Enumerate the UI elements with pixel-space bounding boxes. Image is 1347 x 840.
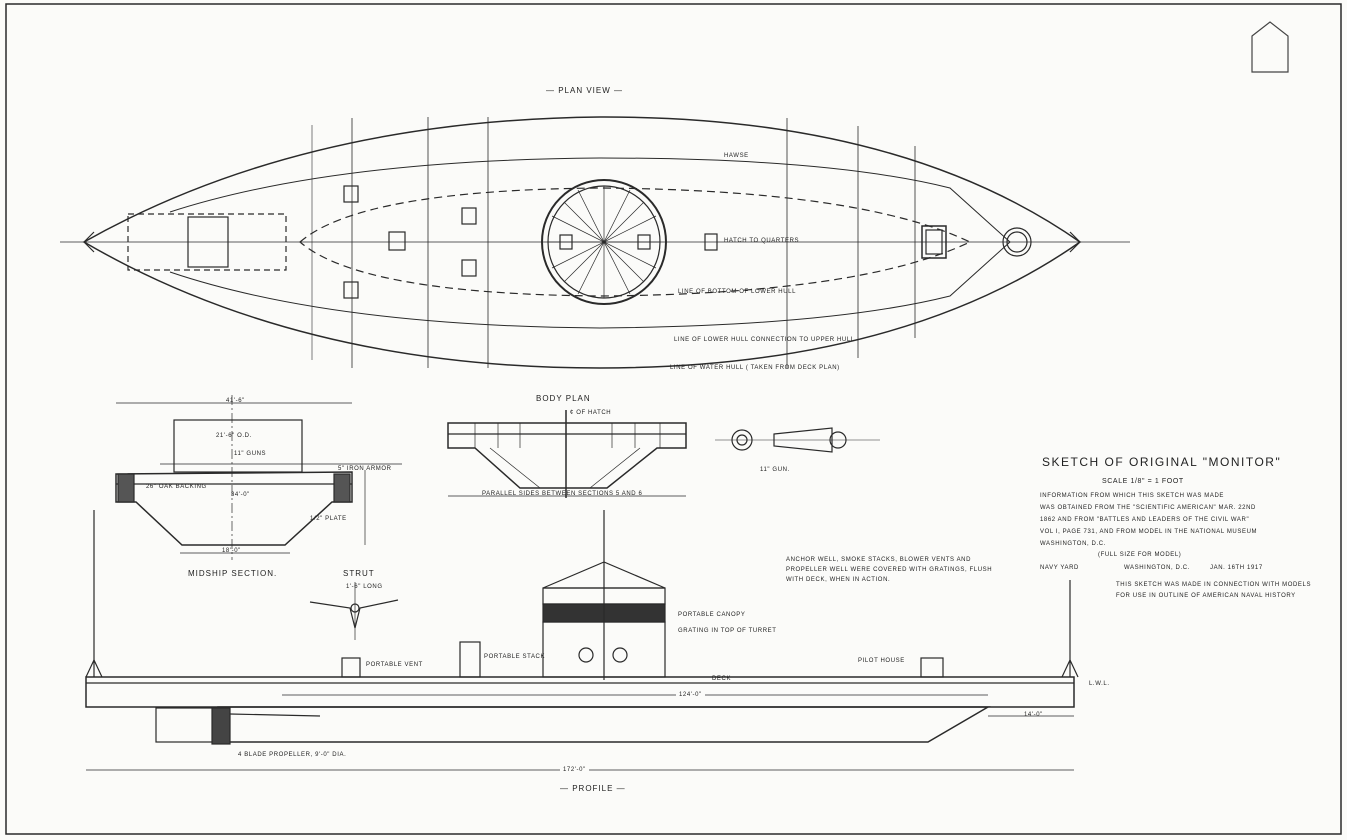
profile-propeller-label: 4 BLADE PROPELLER, 9'-0" DIA. — [238, 752, 347, 758]
profile-title: — PROFILE — — [560, 784, 626, 793]
profile-length-overall: 172'-0" — [560, 767, 589, 773]
strut-detail — [309, 582, 399, 640]
midship-inner-beam: 21'-6" O.D. — [216, 433, 252, 439]
gun-title: 11" GUN. — [760, 467, 790, 473]
profile-stack-label: PORTABLE STACK — [484, 654, 546, 660]
profile-vent-label: PORTABLE VENT — [366, 662, 423, 668]
plan-hawse-label: HAWSE — [724, 153, 749, 159]
plan-armor-line-label: LINE OF BOTTOM OF LOWER HULL — [678, 289, 797, 295]
info-line-4: VOL I, PAGE 731, AND FROM MODEL IN THE N… — [1040, 529, 1258, 535]
plan-water-line-label: LINE OF WATER HULL ( TAKEN FROM DECK PLA… — [670, 365, 840, 371]
plan-overhang-line-label: LINE OF LOWER HULL CONNECTION TO UPPER H… — [674, 337, 855, 343]
plan-hatch-label: HATCH TO QUARTERS — [724, 238, 800, 244]
midship-plate: 1/2" PLATE — [310, 516, 347, 522]
midship-backing: 26" OAK BACKING — [146, 484, 207, 490]
midship-bottom: 18'-0" — [222, 548, 241, 554]
midship-title: MIDSHIP SECTION. — [188, 569, 278, 578]
profile-view — [85, 510, 1079, 771]
midship-section — [115, 395, 402, 560]
info-line-2: WAS OBTAINED FROM THE "SCIENTIFIC AMERIC… — [1040, 505, 1256, 511]
midship-lower-beam: 34'-0" — [231, 492, 250, 498]
info-line-5: WASHINGTON, D.C. — [1040, 541, 1106, 547]
profile-lwl-label: L.W.L. — [1089, 681, 1110, 687]
profile-pilot-house-label: PILOT HOUSE — [858, 658, 905, 664]
body-plan — [447, 410, 687, 498]
sheet-border — [5, 3, 1342, 835]
plan-view — [60, 116, 1130, 369]
profile-lower-hull-length: 124'-0" — [676, 692, 705, 698]
purpose-line-1: THIS SKETCH WAS MADE IN CONNECTION WITH … — [1116, 582, 1312, 588]
body-plan-hatch: ¢ OF HATCH — [570, 410, 612, 416]
profile-grating-label: GRATING IN TOP OF TURRET — [678, 628, 777, 634]
body-plan-caption: PARALLEL SIDES BETWEEN SECTIONS 5 AND 6 — [482, 491, 643, 497]
profile-deck-label: DECK — [712, 676, 732, 682]
info-line-3: 1862 AND FROM "BATTLES AND LEADERS OF TH… — [1040, 517, 1250, 523]
profile-overhang: 14'-0" — [1024, 712, 1043, 718]
info-line-1: INFORMATION FROM WHICH THIS SKETCH WAS M… — [1040, 493, 1225, 499]
midship-armor: 5" IRON ARMOR — [338, 466, 392, 472]
navy-yard: NAVY YARD — [1040, 565, 1079, 571]
profile-canopy-label: PORTABLE CANOPY — [678, 612, 746, 618]
title: SKETCH OF ORIGINAL "MONITOR" — [1042, 455, 1282, 469]
anchor-well-note: ANCHOR WELL, SMOKE STACKS, BLOWER VENTS … — [786, 557, 993, 583]
body-plan-title: BODY PLAN — [536, 394, 591, 403]
full-size-note: (FULL SIZE FOR MODEL) — [1098, 552, 1182, 558]
midship-guns: 11" GUNS — [234, 451, 267, 457]
location: WASHINGTON, D.C. — [1124, 565, 1190, 571]
purpose-line-2: FOR USE IN OUTLINE OF AMERICAN NAVAL HIS… — [1116, 593, 1296, 599]
strut-title: STRUT — [343, 569, 375, 578]
gun-detail — [715, 427, 880, 453]
plan-view-title: — PLAN VIEW — — [546, 86, 624, 95]
midship-beam: 41'-6" — [226, 398, 245, 404]
strut-dimension: 1'-6" LONG — [346, 584, 383, 590]
date: JAN. 16th 1917 — [1210, 565, 1263, 571]
scale: SCALE 1/8" = 1 FOOT — [1102, 478, 1184, 485]
